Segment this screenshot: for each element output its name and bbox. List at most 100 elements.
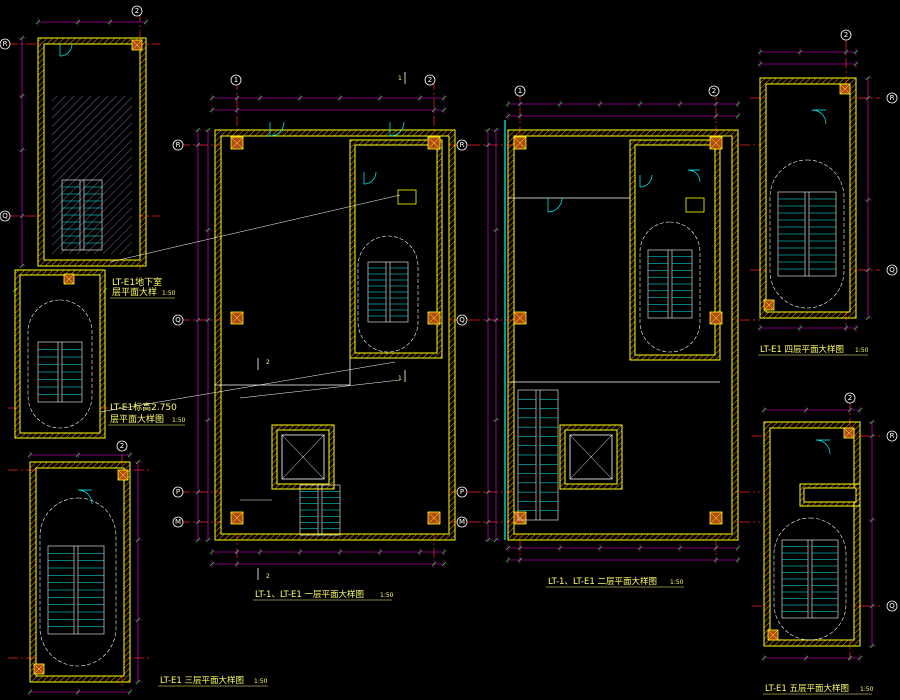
plan-floor2-column-1R	[513, 136, 527, 150]
plan-floor4-bubble-Q: Q	[886, 264, 898, 276]
plan-floor1-column-2M	[427, 511, 441, 525]
caption-floor4-text: LT-E1 四层平面大样图	[760, 344, 844, 355]
plan-floor3-dim-right	[134, 459, 142, 685]
plan-floor5-door-swing	[815, 439, 831, 455]
section-mark-2-bottom: 2	[257, 568, 270, 580]
plan-floor5-dim-top	[761, 406, 863, 414]
plan-floor2-bubble-R: R	[456, 139, 468, 151]
plan-floor2-dim-bot2	[505, 556, 741, 564]
dimension-lines	[12, 18, 876, 696]
plan-floor1-elevator	[281, 434, 325, 480]
plan-basement-door	[59, 43, 73, 57]
plan-floor5-dim-bot	[761, 654, 863, 662]
plan-floor1-core-wall-inner	[354, 144, 438, 354]
plan-floor4-bubble-2: 2	[840, 29, 852, 41]
section-mark-1-mid-label: 1	[398, 375, 402, 382]
plan-floor5-bubble-Q: Q	[886, 600, 898, 612]
plan-floor2-bubble-P-label: P	[460, 488, 464, 496]
plan-floor1-column-1M	[230, 511, 244, 525]
plan-floor5-column-sw-x2	[767, 629, 779, 641]
plan-elev2750-oval	[27, 299, 93, 429]
plan-floor1-stair	[367, 261, 409, 323]
section-mark-2-top: 2	[257, 358, 270, 370]
plan-elev2750-column-x2	[63, 273, 75, 285]
caption-floor1-text: LT-1、LT-E1 一层平面大样图	[255, 589, 364, 600]
plan-floor5-bubble-R-circle	[886, 430, 898, 442]
plan-basement-bubble-2-label: 2	[135, 7, 139, 15]
plan-floor1-bubble-M-label: M	[175, 518, 181, 526]
plan-floor1-core-wall	[349, 139, 443, 359]
plan-floor2-column-1M-x2	[513, 511, 527, 525]
plan-floor4-door	[811, 109, 827, 125]
plan-floor1-column-1Q	[230, 311, 244, 325]
plan-floor1-bubble-P: P	[172, 486, 184, 498]
plan-floor4-dim-bot	[757, 324, 859, 332]
plan-basement-bubble-R-label: R	[3, 40, 8, 48]
plan-floor1-column-2Q	[427, 311, 441, 325]
plan-floor4-bubble-2-label: 2	[844, 31, 848, 39]
plan-floor1-oval	[357, 235, 419, 353]
caption-elev2750: LT-E1标高2.750 层平面大样图 1:50	[108, 401, 186, 426]
plan-elev2750-column	[63, 273, 75, 285]
plan-floor1-column-1Q-x2	[230, 311, 244, 325]
plan-floor4-bubble-2-circle	[840, 29, 852, 41]
plan-floor4-bubble-R: R	[886, 92, 898, 104]
section-mark-1-mid: 1	[398, 370, 406, 382]
plan-floor5-bubble-R-label: R	[890, 432, 895, 440]
plan-floor1-bubble-1-label: 1	[234, 76, 238, 84]
plan-floor2-column-1R-x2	[513, 136, 527, 150]
plan-floor5-stub-inner	[803, 487, 857, 503]
plan-floor2-bubble-1: 1	[514, 85, 526, 97]
plan-floor2-oval	[639, 221, 701, 353]
plan-floor2-door-b	[639, 174, 653, 188]
plan-floor1-bubble-2: 2	[424, 74, 436, 86]
plan-floor2-bubble-P-circle	[456, 486, 468, 498]
plan-basement-column-ne	[131, 39, 143, 51]
plan-basement-bubble-2: 2	[131, 5, 143, 17]
plan-floor2-bubble-Q: Q	[456, 314, 468, 326]
plan-floor1-bubble-Q-label: Q	[175, 316, 181, 324]
plan-floor2-dim-top1	[505, 100, 741, 108]
plan-floor3-column-ne	[117, 469, 129, 481]
plan-floor4-dim-top2	[757, 60, 859, 68]
plan-floor3-bubble-2: 2	[116, 440, 128, 452]
plan-floor4-bubble-Q-circle	[886, 264, 898, 276]
caption-elev2750-line2: 层平面大样图	[110, 413, 164, 425]
plan-floor5-bubble-R: R	[886, 430, 898, 442]
section-mark-1-top-label: 1	[398, 75, 402, 82]
plan-floor2-door-a-swing	[547, 197, 563, 213]
plan-floor1-bubble-R-label: R	[176, 141, 181, 149]
caption-floor5: LT-E1 五层平面大样图 1:50	[763, 683, 874, 695]
section-mark-2-bottom-label: 2	[266, 573, 270, 580]
caption-basement-line1: LT-E1地下室	[112, 276, 162, 288]
caption-floor3-scale: 1:50	[254, 678, 268, 685]
plan-floor3-door	[77, 489, 93, 505]
plan-floor1-dim-bot1	[209, 548, 447, 556]
plan-floor2-bubble-R-circle	[456, 139, 468, 151]
plan-floor2-column-1Q-x2	[513, 311, 527, 325]
plan-floor3-column-ne-x2	[117, 469, 129, 481]
fixtures	[27, 43, 847, 667]
plan-basement-column-ne-x2	[131, 39, 143, 51]
plan-floor5-door	[815, 439, 831, 455]
plan-floor4-dim-right	[864, 75, 872, 321]
caption-floor5-text: LT-E1 五层平面大样图	[765, 683, 849, 694]
caption-floor2-scale: 1:50	[670, 579, 684, 586]
plan-floor2-elevator-diag2	[569, 434, 613, 480]
plan-floor2-bubble-M-circle	[456, 516, 468, 528]
plan-floor5-dim-right	[868, 419, 876, 649]
plan-basement-stair	[61, 179, 103, 251]
plan-floor4-bubble-R-label: R	[890, 94, 895, 102]
plan-floor2-bubble-M: M	[456, 516, 468, 528]
plan-floor3-bubble-2-label: 2	[120, 442, 124, 450]
plan-floor2-elevator-car	[569, 434, 613, 480]
plan-basement-bubble-R: R	[0, 38, 11, 50]
plan-floor5-column-sw	[767, 629, 779, 641]
plan-floor1-bubble-R: R	[172, 139, 184, 151]
plan-floor1-shaft	[397, 189, 417, 205]
plan-floor2-bubble-Q-label: Q	[459, 316, 465, 324]
section-mark-2-top-label: 2	[266, 359, 270, 366]
plan-floor2-elevator	[569, 434, 613, 480]
plan-floor4-oval	[769, 159, 845, 309]
